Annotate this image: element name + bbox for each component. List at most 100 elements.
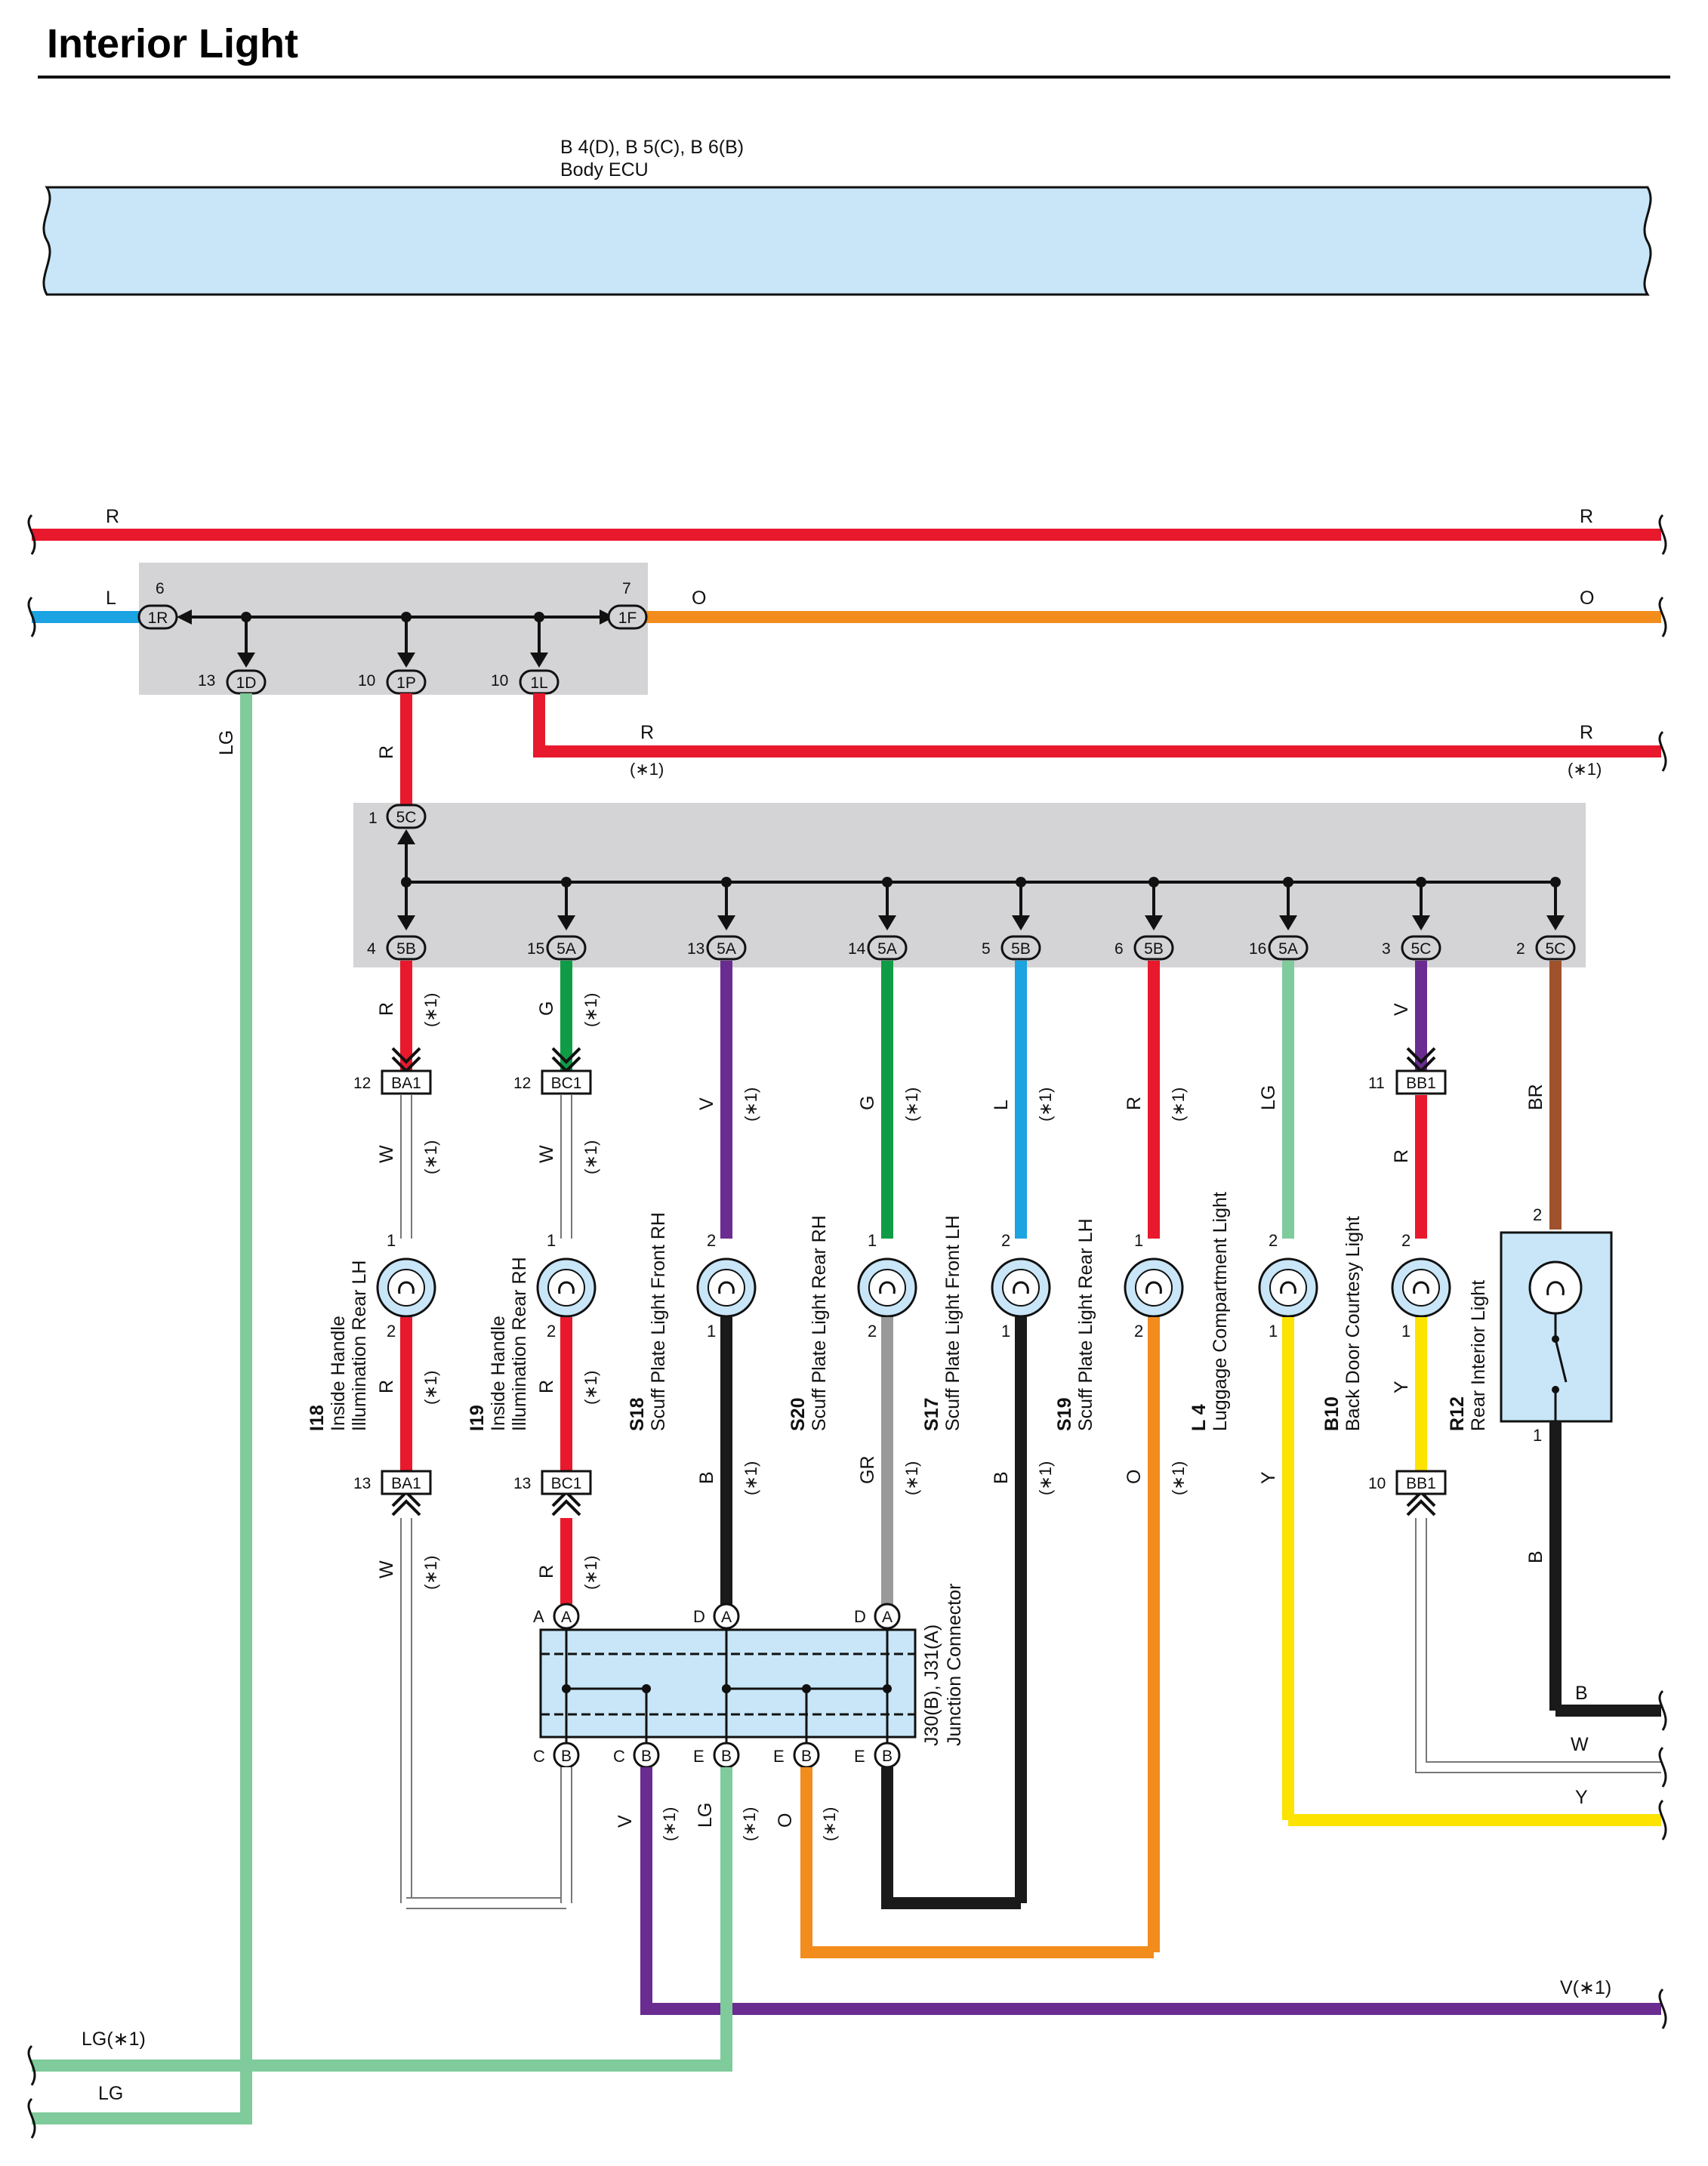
- jb2-pin-number-2: 13: [687, 940, 704, 958]
- jb2-pin-number-5: 6: [1115, 940, 1124, 958]
- jb2-drop-arrow-5: [1145, 915, 1163, 930]
- light-1-filament: [558, 1281, 575, 1294]
- light-4-lens: [1002, 1269, 1040, 1307]
- break-right-6: [1658, 1988, 1667, 2029]
- junction-connector-box: [539, 1628, 917, 1739]
- upper-wire-label-4: L: [991, 1100, 1012, 1110]
- pin-1l-number: 10: [491, 672, 508, 690]
- bottom-wire-label-0: V: [615, 1815, 636, 1828]
- bottom-wire-label-2: O: [775, 1813, 796, 1828]
- conn-bb1-top-number: 11: [1368, 1075, 1385, 1092]
- pin-1l-label: 1L: [530, 674, 547, 692]
- light-pin-bot-5: 2: [1134, 1322, 1143, 1341]
- conn-ba1-bot-label: BA1: [391, 1475, 421, 1492]
- junction-name: J30(B), J31(A): [921, 1625, 942, 1746]
- light-pin-top-0: 1: [387, 1231, 396, 1250]
- bottom-wire-note-1: (∗1): [740, 1807, 759, 1841]
- light-name2-0: Illumination Rear LH: [349, 1260, 370, 1432]
- upper-wire-label-1: G: [536, 1001, 557, 1016]
- pin-1d-number: 13: [198, 672, 215, 690]
- wire-lg-main-label: LG: [216, 730, 237, 755]
- conn-bb1-bot-number: 10: [1368, 1475, 1386, 1492]
- pin-1f-label: 1F: [618, 609, 637, 627]
- conn-bb1-bot-label: BB1: [1406, 1475, 1436, 1492]
- conn-bc1-bot-label: BC1: [551, 1475, 582, 1492]
- jb2-pin-6-pill: [1268, 935, 1309, 961]
- light-code-4: S17: [921, 1398, 942, 1431]
- light-pin-top-4: 2: [1001, 1231, 1010, 1250]
- conn-bc1-top-box: [541, 1069, 592, 1095]
- light-4-filament: [1013, 1281, 1029, 1294]
- jb2-pin-1-label: 5A: [556, 940, 576, 958]
- light-2-filament: [718, 1281, 735, 1294]
- wire-r-top-left-label: R: [106, 506, 119, 527]
- bottom-wire-note-0: (∗1): [660, 1807, 679, 1841]
- lower-wire-note-5: (∗1): [1169, 1461, 1188, 1495]
- break-marks: [27, 514, 1667, 2139]
- jc-bot-pin-1-label: B: [641, 1748, 652, 1765]
- pin-1p-label: 1P: [396, 674, 416, 692]
- light-pin-top-6: 2: [1269, 1231, 1278, 1250]
- jb2-pin-0-label: 5B: [396, 940, 416, 958]
- light-code-8: R12: [1447, 1396, 1468, 1431]
- jb2-pin-2-label: 5A: [717, 940, 736, 958]
- below-wire-ba1-note: (∗1): [421, 1556, 440, 1590]
- body-ecu-box: [42, 186, 1652, 296]
- jb2-pin-5-label: 5B: [1144, 940, 1164, 958]
- light-7-lens: [1402, 1269, 1440, 1307]
- jc-top-pin-2: A: [874, 1603, 901, 1630]
- page-title: Interior Light: [47, 21, 298, 66]
- lower-wire-label-2: B: [696, 1471, 717, 1484]
- wire-l-label: L: [106, 588, 116, 609]
- jb2-pin-6-label: 5A: [1278, 940, 1298, 958]
- jb2-pin-5: 5B: [1133, 935, 1174, 961]
- below-wire-bc1-note: (∗1): [581, 1556, 600, 1590]
- jb2-drop-arrow-2: [717, 915, 735, 930]
- jc-top-pin-2-label: A: [882, 1609, 893, 1626]
- light-name1-8: Rear Interior Light: [1468, 1280, 1489, 1431]
- upper-wire-label-8: BR: [1525, 1084, 1546, 1110]
- lower-wire-label-5: O: [1124, 1470, 1145, 1484]
- conn-bc1-top-chevron-1: [551, 1047, 581, 1064]
- light-r12-bulb: [1528, 1260, 1583, 1315]
- wire-o-left-label: O: [692, 588, 706, 609]
- jb2-drop-arrow-4: [1012, 915, 1030, 930]
- light-pin-top-2: 2: [707, 1231, 716, 1250]
- conn-ba1-bot-box: [381, 1470, 432, 1495]
- light-name1-2: Scuff Plate Light Front RH: [648, 1212, 669, 1431]
- jb2-drop-arrow-7: [1412, 915, 1430, 930]
- jc-bot-pin-4-label: B: [882, 1748, 893, 1765]
- break-right-1: [1658, 596, 1667, 637]
- jb1-drop-1l-arrow: [530, 653, 548, 668]
- jc-bot-pin-3-label: B: [801, 1748, 812, 1765]
- break-right-0: [1658, 514, 1667, 555]
- out-v-label: V(∗1): [1560, 1977, 1611, 1998]
- upper-wire-note-1: (∗1): [581, 993, 600, 1027]
- upper-wire-label-7: V: [1391, 1003, 1412, 1016]
- jb2-pin-number-6: 16: [1249, 940, 1266, 958]
- jb2-pin-0: 5B: [386, 935, 427, 961]
- light-r12-sw-arm: [1554, 1338, 1568, 1383]
- conn-bc1-bot-box: [541, 1470, 592, 1495]
- lower-wire-note-4: (∗1): [1036, 1461, 1055, 1495]
- jb2-pin-3-label: 5A: [877, 940, 897, 958]
- light-5-filament: [1145, 1281, 1162, 1294]
- break-right-5: [1658, 1799, 1667, 1840]
- conn-ba1-top-label: BA1: [391, 1075, 421, 1092]
- jc-bot-letter-2: E: [693, 1747, 704, 1766]
- jc-bot-pin-2: B: [713, 1742, 740, 1769]
- light-code-5: S19: [1054, 1398, 1075, 1431]
- pin-1r-label: 1R: [148, 609, 168, 627]
- wire-r-top-right-label: R: [1580, 506, 1593, 527]
- jc-dot-5: [722, 1684, 731, 1693]
- jb2-pin-8-pill: [1535, 935, 1576, 961]
- light-pin-bot-6: 1: [1269, 1322, 1278, 1341]
- jb2-pin-1-pill: [546, 935, 587, 961]
- jc-top-pin-1: A: [713, 1603, 740, 1630]
- jb2-pin-5-pill: [1133, 935, 1174, 961]
- light-3-lens: [868, 1269, 906, 1307]
- light-pin-bot-1: 2: [547, 1322, 556, 1341]
- break-left-3: [27, 2097, 36, 2139]
- conn-bb1-top-chevron-1: [1406, 1047, 1436, 1064]
